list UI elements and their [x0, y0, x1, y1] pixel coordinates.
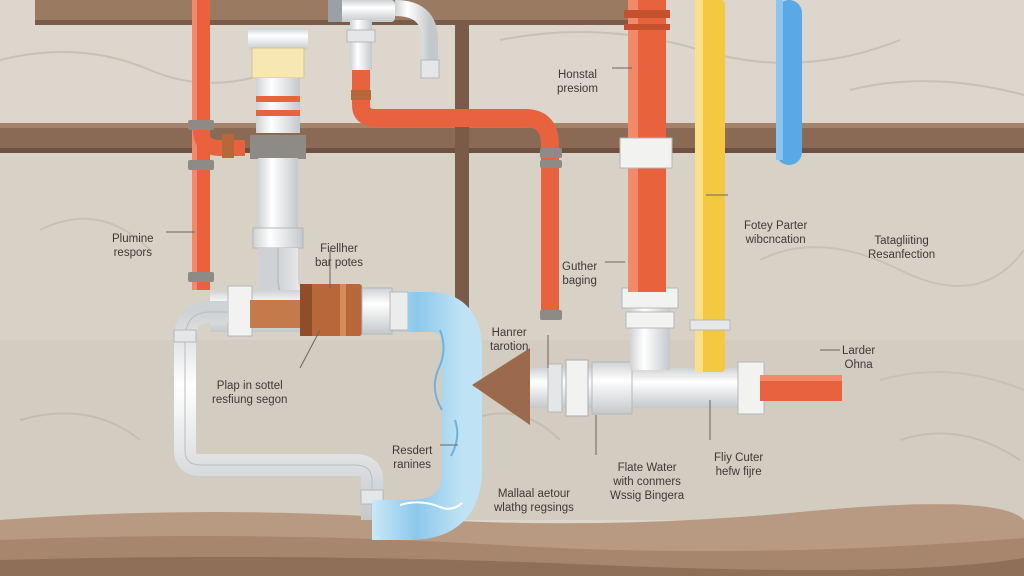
top-faucet-fixture: [328, 0, 440, 79]
red-return-pipe: [351, 70, 562, 320]
right-main-pipe: [530, 359, 842, 417]
blue-cold-pipe: [776, 0, 802, 165]
white-loop-pipe: [173, 301, 384, 520]
flow-direction-arrow: [472, 348, 530, 425]
yellow-gas-pipe: [689, 0, 731, 372]
soil-ground: [0, 504, 1024, 576]
red-supply-pipe-left: [188, 0, 245, 290]
white-riser-pipe: [621, 287, 679, 370]
annotation-leader-lines: [166, 67, 840, 455]
horizontal-drain-pipe: [210, 284, 410, 337]
water-flow-pipe: [372, 292, 482, 540]
red-main-riser: [619, 0, 673, 292]
